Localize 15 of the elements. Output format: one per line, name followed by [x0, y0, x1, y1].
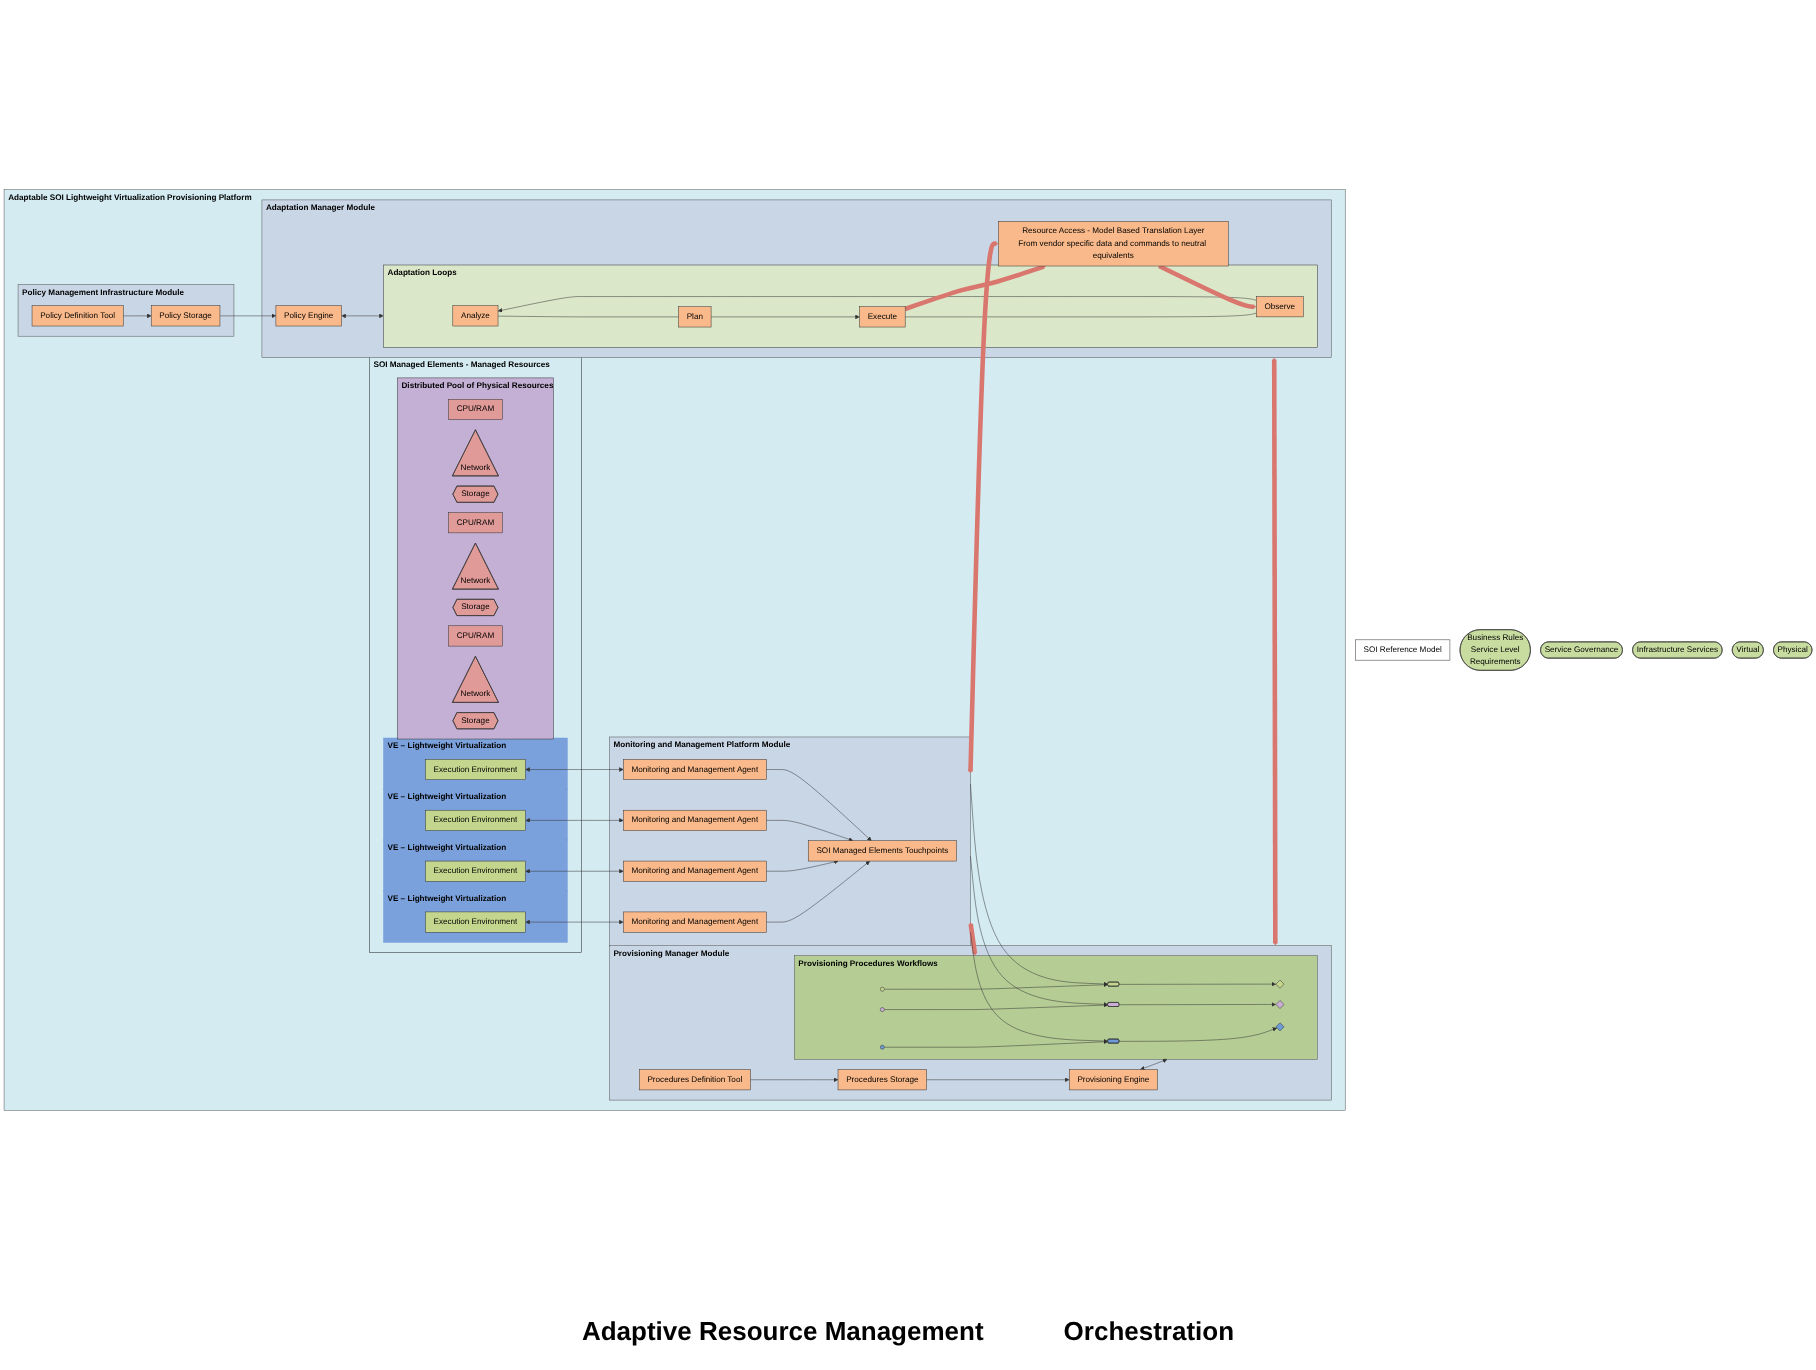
node-diamond [1275, 1000, 1285, 1009]
node-diamond [1275, 1022, 1285, 1032]
region-label: Adaptive Resource Management [581, 1315, 984, 1345]
connector [497, 315, 679, 318]
node-diamond [1275, 979, 1285, 989]
region-label: Orchestration [1063, 1315, 1235, 1345]
node-circle [880, 1044, 885, 1050]
arrow [904, 264, 1046, 312]
arrow [1271, 357, 1278, 946]
node-circle [880, 1007, 885, 1012]
arrow [968, 922, 978, 956]
connector [904, 312, 1257, 318]
arrow [968, 241, 999, 774]
arrow [1158, 263, 1257, 309]
node-circle [880, 986, 885, 992]
